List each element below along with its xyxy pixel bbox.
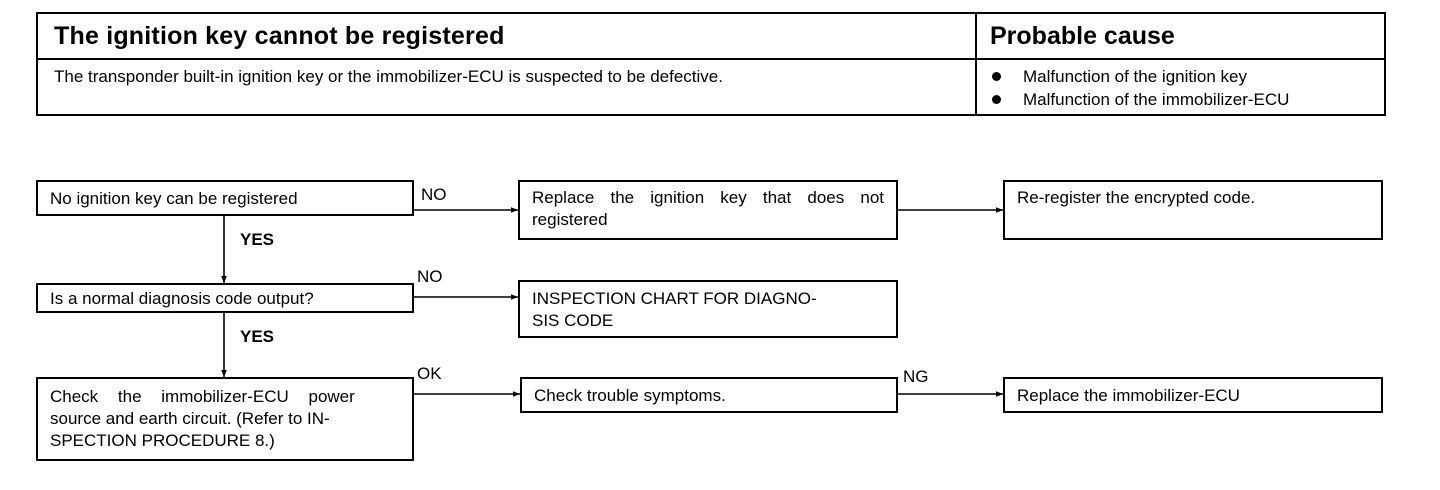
label-no-1: NO: [421, 185, 447, 204]
box-diagnosis-question: Is a normal diagnosis code output?: [36, 283, 414, 313]
cause-item: Malfunction of the ignition key: [986, 65, 1289, 88]
box-replace-ignition-key: Replace the ignition key that does not r…: [518, 180, 898, 240]
box-inspection-chart: INSPECTION CHART FOR DIAGNO- SIS CODE: [518, 280, 898, 338]
problem-description: The transponder built-in ignition key or…: [54, 67, 723, 86]
column-divider: [975, 14, 977, 114]
label-ng: NG: [903, 367, 929, 386]
box-check-trouble-symptoms: Check trouble symptoms.: [520, 377, 898, 413]
box-reregister-code: Re-register the encrypted code.: [1003, 180, 1383, 240]
label-yes-2: YES: [240, 327, 275, 346]
cause-list: Malfunction of the ignition key Malfunct…: [986, 65, 1289, 111]
cause-item: Malfunction of the immobilizer-ECU: [986, 88, 1289, 111]
box-replace-ecu: Replace the immobilizer-ECU: [1003, 377, 1383, 413]
box-no-key-registered: No ignition key can be registered: [36, 180, 414, 216]
header-row: [38, 14, 1384, 60]
box-check-ecu-power: Check the immobilizer-ECU power source a…: [36, 377, 414, 461]
probable-cause-title: Probable cause: [990, 22, 1175, 50]
label-no-2: NO: [417, 267, 443, 286]
label-yes-1: YES: [240, 230, 275, 249]
page-title: The ignition key cannot be registered: [54, 22, 505, 50]
header-table: The ignition key cannot be registered Pr…: [36, 12, 1386, 116]
bullet-icon: [992, 95, 1001, 104]
label-ok: OK: [417, 364, 442, 383]
bullet-icon: [992, 72, 1001, 81]
